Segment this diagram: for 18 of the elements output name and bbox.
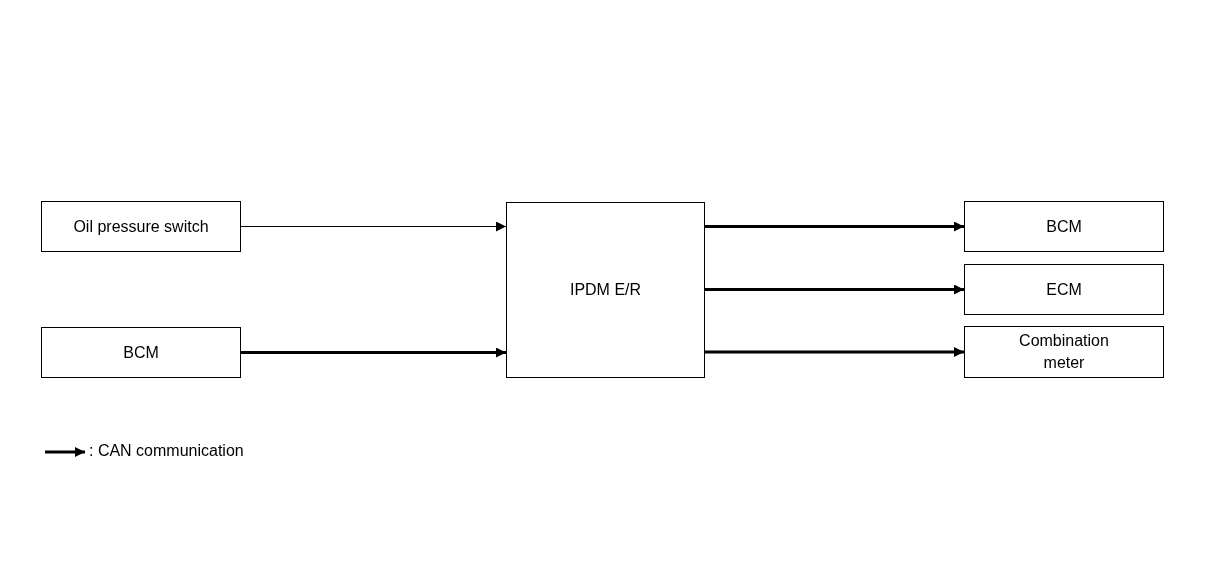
arrow <box>705 221 964 232</box>
process-box <box>964 326 1164 378</box>
node-label: ECM <box>1045 279 1083 300</box>
arrow <box>240 221 507 232</box>
node-label: Oil pressure switch <box>72 216 210 237</box>
process-box <box>41 201 241 252</box>
node-label: BCM <box>122 342 160 363</box>
process-box <box>964 201 1164 252</box>
node-label: IPDM E/R <box>568 280 643 300</box>
process-box <box>964 264 1164 315</box>
arrow <box>705 347 964 357</box>
process-box <box>506 202 705 378</box>
arrow <box>705 284 964 295</box>
process-box <box>41 327 241 378</box>
arrow <box>241 347 506 358</box>
legend-label: : CAN communication <box>89 442 244 460</box>
node-label: Combination meter <box>1018 331 1110 373</box>
node-label: BCM <box>1045 216 1083 237</box>
